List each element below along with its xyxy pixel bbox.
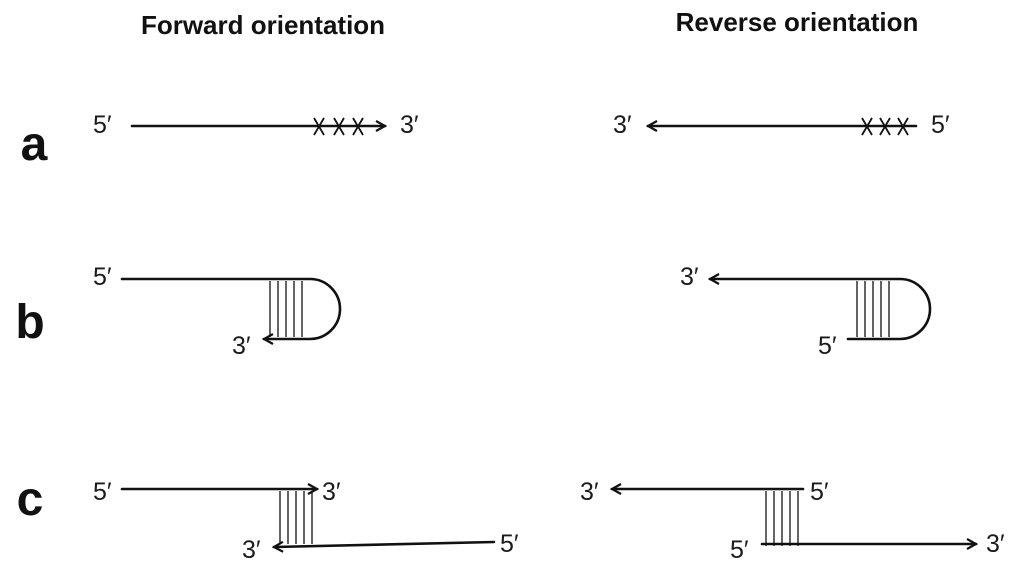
- mismatch-marks: [861, 117, 909, 136]
- row-a-forward: 5′ 3′: [93, 111, 419, 139]
- forward-orientation-header: Forward orientation: [141, 10, 385, 40]
- three-prime-label: 3′: [242, 536, 261, 564]
- five-prime-label: 5′: [730, 536, 749, 564]
- five-prime-label: 5′: [931, 111, 950, 139]
- mismatch-marks: [313, 117, 364, 136]
- three-prime-label: 3′: [986, 530, 1005, 558]
- row-label-a: a: [21, 118, 48, 171]
- three-prime-label: 3′: [613, 111, 632, 139]
- row-label-b: b: [15, 296, 44, 349]
- three-prime-label: 3′: [580, 478, 599, 506]
- hairpin-base-pairs: [856, 281, 890, 337]
- row-b-forward: 5′ 3′: [93, 263, 342, 360]
- five-prime-label: 5′: [93, 263, 112, 291]
- dimer-base-pairs: [279, 491, 313, 544]
- five-prime-label: 5′: [810, 478, 829, 506]
- reverse-orientation-header: Reverse orientation: [676, 7, 919, 37]
- row-b-reverse: 3′ 5′: [680, 263, 932, 360]
- three-prime-label: 3′: [322, 478, 341, 506]
- hairpin-strand: [120, 277, 342, 339]
- dimer-base-pairs: [765, 491, 799, 546]
- hairpin-base-pairs: [269, 281, 303, 337]
- three-prime-label: 3′: [400, 111, 419, 139]
- row-label-c: c: [17, 473, 44, 526]
- three-prime-label: 3′: [232, 332, 251, 360]
- five-prime-label: 5′: [93, 478, 112, 506]
- row-c-reverse: 3′ 5′ 5′ 3′: [580, 478, 1005, 564]
- row-a-reverse: 3′ 5′: [613, 111, 950, 139]
- five-prime-label: 5′: [500, 530, 519, 558]
- five-prime-label: 5′: [818, 332, 837, 360]
- row-c-forward: 5′ 3′ 3′ 5′: [93, 478, 519, 564]
- bottom-primer-strand: [274, 540, 496, 547]
- five-prime-label: 5′: [93, 111, 112, 139]
- hairpin-strand: [710, 279, 932, 341]
- three-prime-label: 3′: [680, 263, 699, 291]
